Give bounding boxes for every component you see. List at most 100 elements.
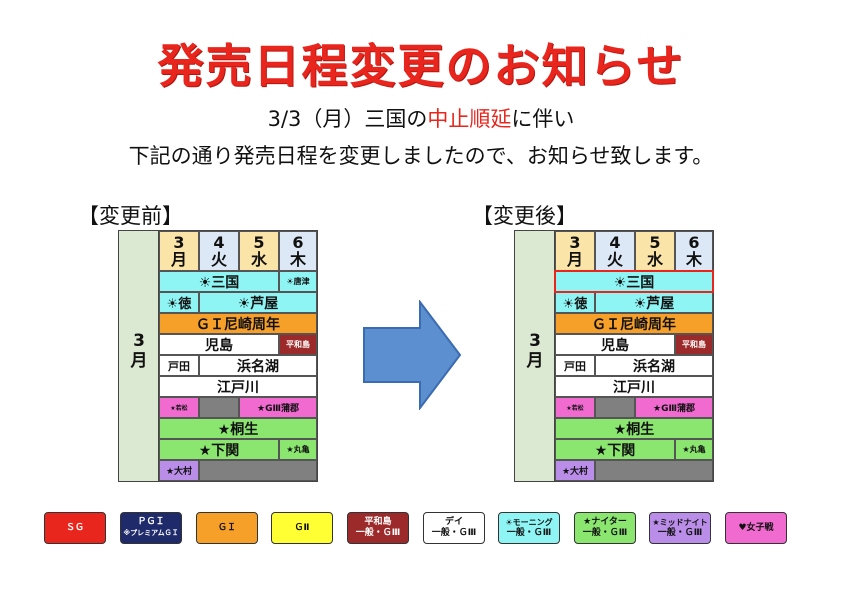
legend-sublabel: ※プレミアムＧＩ (123, 529, 179, 537)
day-number: 3 (173, 233, 185, 252)
legend-label: ＧＩ (217, 522, 236, 533)
page-title: 発売日程変更のお知らせ (157, 39, 685, 93)
legend-label: ★ナイター (583, 517, 627, 527)
race-ashiya: ☀芦屋 (199, 292, 317, 313)
race-kiryu: ★桐生 (159, 418, 317, 439)
race-amagasaki: ＧＩ尼崎周年 (555, 313, 713, 334)
legend-label: ＰＧＩ (137, 517, 165, 527)
legend-pg1: ＰＧＩ ※プレミアムＧＩ (120, 512, 182, 544)
race-hamanako: 浜名湖 (595, 355, 713, 376)
arrow-right-icon (363, 300, 462, 410)
race-edogawa: 江戸川 (159, 376, 317, 397)
race-edogawa: 江戸川 (555, 376, 713, 397)
legend-day: デイ一般・ＧⅢ (423, 512, 485, 544)
race-wakamatsu: ★若松 (159, 397, 199, 418)
race-hamanako: 浜名湖 (199, 355, 317, 376)
legend-label: 平和島 (364, 517, 392, 527)
notice-prefix: 3/3（月）三国の (267, 107, 428, 131)
race-ashiya: ☀芦屋 (595, 292, 713, 313)
empty-cell (595, 397, 635, 418)
race-marugame: ★丸亀 (675, 439, 713, 460)
month-column: 3 月 (515, 231, 555, 481)
day-of-week: 水 (250, 250, 267, 269)
race-kiryu: ★桐生 (555, 418, 713, 439)
legend-sublabel: 一般・ＧⅢ (431, 528, 477, 538)
notice-highlight: 中止順延 (427, 107, 512, 131)
legend-label: ☀モーニング (505, 518, 553, 527)
legend-sublabel: 一般・ＧⅢ (582, 528, 628, 538)
legend-label: ＳＧ (65, 522, 84, 533)
legend-g1: ＧＩ (196, 512, 258, 544)
notice-line-1: 3/3（月）三国の中止順延に伴い (0, 103, 842, 133)
day-number: 4 (609, 233, 621, 252)
race-tokuyama: ☀徳 (159, 292, 199, 313)
legend-label: デイ (444, 517, 463, 527)
race-heiwajima: 平和島 (279, 334, 317, 355)
day-of-week: 水 (646, 250, 663, 269)
legend-sublabel: 一般・ＧⅢ (355, 528, 401, 538)
legend-nighter: ★ナイター一般・ＧⅢ (574, 512, 636, 544)
legend-label: ★ミッドナイト (652, 518, 708, 527)
day-number: 5 (649, 233, 661, 252)
race-heiwajima: 平和島 (675, 334, 713, 355)
race-tokuyama: ☀徳 (555, 292, 595, 313)
notice-suffix: に伴い (511, 107, 575, 131)
race-amagasaki: ＧＩ尼崎周年 (159, 313, 317, 334)
after-label: 【変更後】 (472, 204, 577, 228)
day-of-week: 月 (566, 250, 583, 269)
legend-women: ♥女子戦 (725, 512, 787, 544)
day-number: 6 (688, 233, 700, 252)
legend-sublabel: 一般・ＧⅢ (657, 528, 703, 538)
legend-midnight: ★ミッドナイト一般・ＧⅢ (649, 512, 711, 544)
race-kojima: 児島 (555, 334, 675, 355)
before-label: 【変更前】 (78, 204, 183, 228)
day-number: 3 (569, 233, 581, 252)
race-wakamatsu: ★若松 (555, 397, 595, 418)
legend-label: ＧⅡ (294, 522, 310, 533)
day-of-week: 火 (606, 250, 623, 269)
empty-cell (199, 397, 239, 418)
month-label: 3 月 (526, 331, 544, 371)
race-omura: ★大村 (159, 460, 199, 481)
month-column: 3 月 (119, 231, 159, 481)
race-toda: 戸田 (159, 355, 199, 376)
race-marugame: ★丸亀 (279, 439, 317, 460)
empty-cell (595, 460, 713, 481)
legend-g2: ＧⅡ (271, 512, 333, 544)
day-of-week: 月 (170, 250, 187, 269)
legend-sublabel: 一般・ＧⅢ (506, 528, 552, 538)
day-of-week: 木 (685, 250, 702, 269)
day-number: 5 (253, 233, 265, 252)
legend-sg: ＳＧ (44, 512, 106, 544)
race-shimonoseki: ★下関 (555, 439, 675, 460)
day-number: 4 (213, 233, 225, 252)
legend-label: ♥女子戦 (738, 522, 774, 533)
day-of-week: 火 (210, 250, 227, 269)
day-number: 6 (292, 233, 304, 252)
notice-line-2: 下記の通り発売日程を変更しましたので、お知らせ致します。 (128, 144, 714, 168)
race-mikuni: ☀三国 (159, 271, 279, 292)
race-gamagori: ★GⅢ蒲郡 (635, 397, 713, 418)
empty-cell (199, 460, 317, 481)
race-mikuni: ☀三国 (554, 270, 714, 293)
month-label: 3 月 (130, 331, 148, 371)
legend-morning: ☀モーニング一般・ＧⅢ (498, 512, 560, 544)
race-toda: 戸田 (555, 355, 595, 376)
race-omura: ★大村 (555, 460, 595, 481)
day-of-week: 木 (289, 250, 306, 269)
race-gamagori: ★GⅢ蒲郡 (239, 397, 317, 418)
race-kojima: 児島 (159, 334, 279, 355)
race-shimonoseki: ★下関 (159, 439, 279, 460)
legend-heiwajima: 平和島一般・ＧⅢ (347, 512, 409, 544)
race-karatsu: ☀唐津 (279, 271, 317, 292)
